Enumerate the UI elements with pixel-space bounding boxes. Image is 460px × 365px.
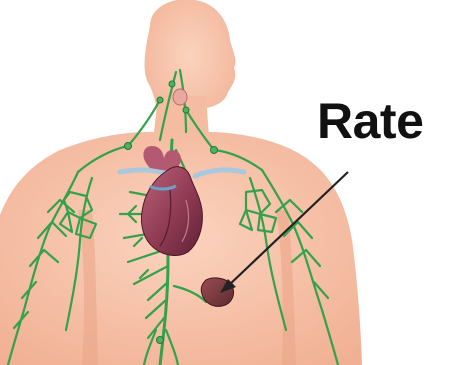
rate-label: Rate (317, 96, 423, 146)
neck-gland (173, 89, 187, 105)
